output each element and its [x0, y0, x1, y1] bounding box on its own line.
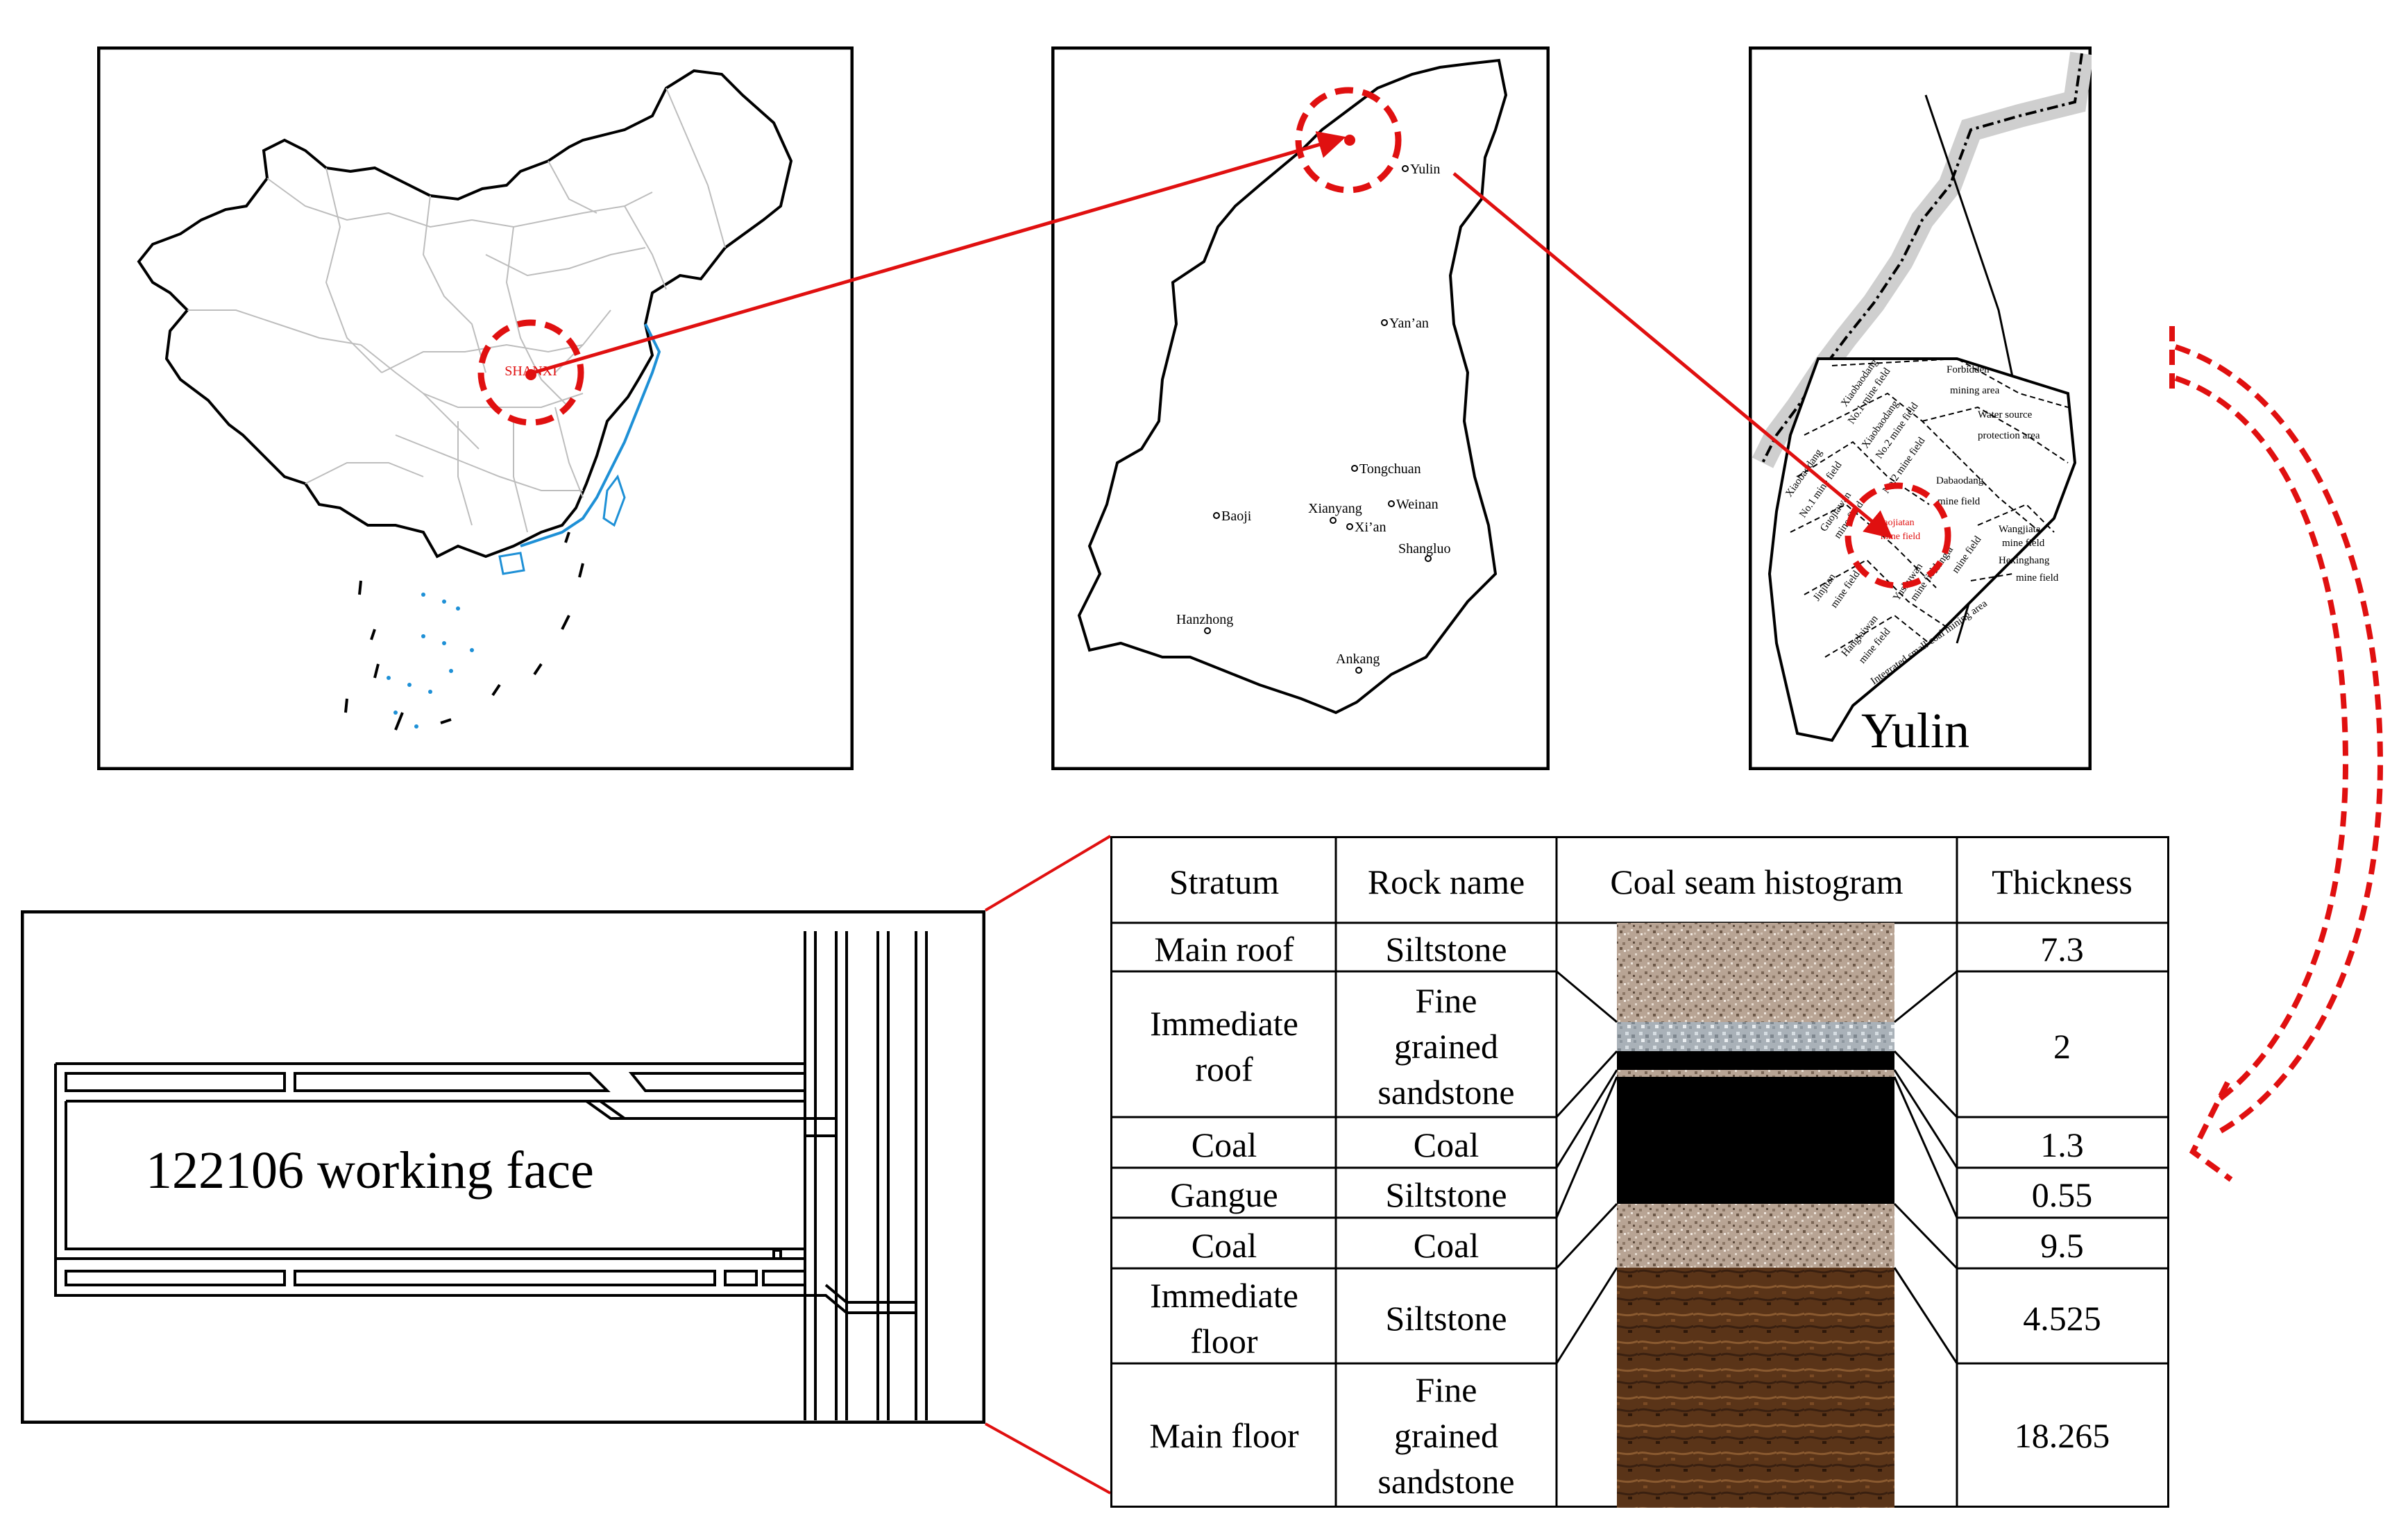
cell-thickness: 0.55	[2031, 1175, 2093, 1214]
mine-label-19: Hexinghang	[1999, 555, 2050, 566]
city-tongchuan: Tongchuan	[1359, 461, 1421, 477]
coastline	[520, 323, 661, 547]
taiwan-island	[602, 474, 626, 527]
mine-label-4: Forbidden	[1947, 364, 1990, 375]
mine-label-18: mine field	[2002, 538, 2045, 549]
mine-label-7: protection area	[1978, 430, 2040, 441]
working-face-panel: 122106 working face	[21, 910, 985, 1424]
arrow-shaanxi-to-yulin	[1452, 172, 1893, 539]
header-stratum: Stratum	[1169, 862, 1280, 901]
mine-label-5: mining area	[1950, 385, 2000, 396]
caojiatan-highlight-circle	[1845, 482, 1951, 589]
cell-rock: Siltstone	[1385, 930, 1507, 969]
mine-label-17: Wangjiata	[1999, 524, 2041, 535]
city-weinan: Weinan	[1396, 497, 1439, 512]
header-thickness: Thickness	[1992, 862, 2133, 901]
cell-thickness: 1.3	[2040, 1125, 2084, 1164]
layer-immediate-floor	[1617, 1204, 1894, 1268]
layer-main-roof	[1617, 923, 1894, 1022]
cell-thickness: 2	[2053, 1027, 2071, 1066]
mine-field-boundaries	[1790, 357, 2069, 658]
yulin-marker	[1344, 135, 1355, 146]
cell-rock: Fine grained sandstone	[1377, 981, 1515, 1112]
cell-rock: Coal	[1413, 1225, 1479, 1265]
curved-arrow-to-table	[2169, 326, 2384, 1182]
table-grid	[1110, 836, 2169, 1508]
yulin-map-panel: Xiaobaodang No.1 mine field Xiaobaodang …	[1749, 46, 2092, 770]
cell-stratum: Coal	[1191, 1225, 1257, 1265]
china-outline	[137, 69, 793, 559]
coal-seam-histogram	[1617, 923, 1894, 1508]
shaanxi-map-panel: Yulin Yan’an Tongchuan Baoji Xianyang We…	[1051, 46, 1550, 770]
yulin-map-title: Yulin	[1861, 703, 1969, 758]
city-xian: Xi’an	[1355, 520, 1387, 535]
mine-label-13: Dabaodang	[1936, 475, 1984, 486]
cell-thickness: 7.3	[2040, 930, 2084, 969]
province-border-line	[1761, 53, 2083, 463]
province-label: SHANXI	[505, 364, 557, 379]
city-shangluo: Shangluo	[1398, 541, 1451, 556]
cell-stratum: Main roof	[1154, 930, 1294, 969]
yulin-highlight-circle	[1295, 87, 1402, 194]
mine-label-14: mine field	[1938, 496, 1981, 507]
city-hanzhong: Hanzhong	[1176, 612, 1233, 627]
city-xianyang: Xianyang	[1308, 501, 1362, 516]
mine-label-6: Water source	[1978, 409, 2033, 420]
zoom-line-bottom	[985, 1422, 1111, 1495]
cell-stratum: Main floor	[1149, 1416, 1299, 1455]
strata-table: Stratum Rock name Coal seam histogram Th…	[1110, 836, 2169, 1508]
cell-stratum: Gangue	[1170, 1175, 1278, 1214]
header-rock-name: Rock name	[1367, 862, 1525, 901]
hainan-island	[498, 552, 525, 575]
header-histogram: Coal seam histogram	[1610, 862, 1903, 901]
city-baoji: Baoji	[1221, 509, 1252, 524]
cell-rock: Siltstone	[1385, 1298, 1507, 1338]
leader-lines	[1555, 970, 1958, 1364]
city-yulin: Yulin	[1410, 162, 1440, 177]
cell-rock: Siltstone	[1385, 1175, 1507, 1214]
layer-gangue	[1617, 1070, 1894, 1077]
cell-thickness: 9.5	[2040, 1225, 2084, 1265]
city-ankang: Ankang	[1336, 652, 1380, 667]
cell-thickness: 4.525	[2023, 1298, 2101, 1338]
cell-rock: Coal	[1413, 1125, 1479, 1164]
shaanxi-outline	[1077, 58, 1508, 715]
city-labels: Yulin Yan’an Tongchuan Baoji Xianyang We…	[1176, 162, 1451, 674]
city-yanan: Yan’an	[1389, 316, 1429, 331]
layer-main-floor	[1617, 1268, 1894, 1508]
layer-coal-upper	[1617, 1051, 1894, 1070]
south-sea-islands	[387, 593, 474, 729]
cell-thickness: 18.265	[2014, 1416, 2110, 1455]
working-face-label: 122106 working face	[146, 1141, 594, 1200]
cell-stratum: Immediate floor	[1150, 1275, 1298, 1361]
china-map-panel: SHANXI	[97, 46, 854, 770]
nine-dash-line	[344, 531, 584, 731]
province-borders	[187, 87, 726, 533]
cell-rock: Fine grained sandstone	[1377, 1370, 1515, 1501]
mine-label-20: mine field	[2016, 572, 2059, 584]
layer-coal-lower	[1617, 1077, 1894, 1204]
zoom-line-top	[984, 835, 1112, 912]
cell-stratum: Coal	[1191, 1125, 1257, 1164]
cell-stratum: Immediate roof	[1150, 1004, 1298, 1089]
mining-area-outline	[1767, 357, 2077, 742]
roadway-layout	[54, 931, 928, 1420]
arrow-china-to-shaanxi	[530, 131, 1346, 375]
layer-immediate-roof	[1617, 1022, 1894, 1051]
shaanxi-highlight-circle	[477, 319, 584, 426]
